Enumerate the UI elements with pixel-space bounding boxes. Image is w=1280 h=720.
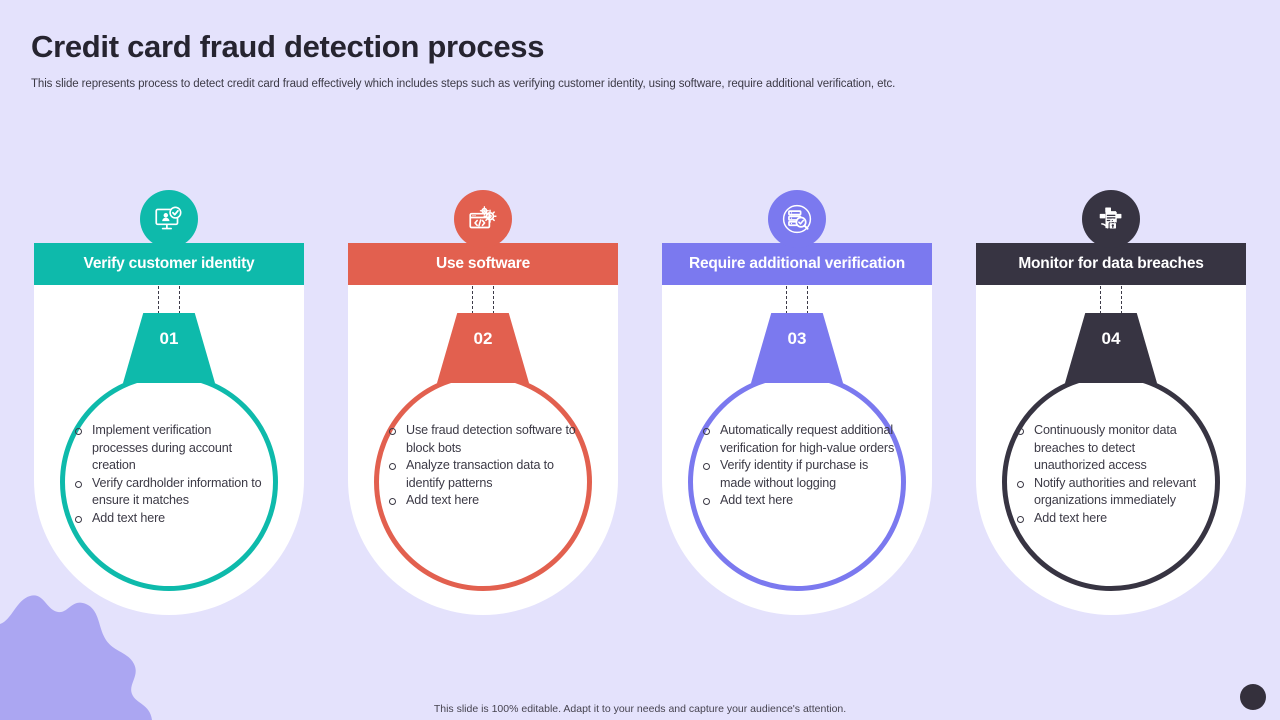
card-header-band: Use software <box>348 243 618 285</box>
footer-note: This slide is 100% editable. Adapt it to… <box>433 703 847 715</box>
card-title: Monitor for data breaches <box>1018 255 1204 272</box>
list-item: Verify cardholder information to ensure … <box>71 475 267 510</box>
card-number: 04 <box>1101 329 1121 348</box>
connector-dashes <box>158 286 180 314</box>
card-number: 02 <box>473 329 493 348</box>
process-cards-row: Verify customer identity 01 Implement ve… <box>0 190 1280 620</box>
card-header-band: Monitor for data breaches <box>976 243 1246 285</box>
card-bullets: Continuously monitor data breaches to de… <box>1013 422 1209 528</box>
connector-dashes <box>786 286 808 314</box>
card-header-band: Verify customer identity <box>34 243 304 285</box>
connector-dashes <box>1100 286 1122 314</box>
page-subtitle: This slide represents process to detect … <box>31 78 896 90</box>
connector-dashes <box>472 286 494 314</box>
card-title: Verify customer identity <box>83 255 255 272</box>
list-item: Automatically request additional verific… <box>699 422 895 457</box>
list-item: Continuously monitor data breaches to de… <box>1013 422 1209 475</box>
list-item: Add text here <box>71 510 267 528</box>
list-item: Add text here <box>699 492 895 510</box>
card-title: Use software <box>435 255 531 272</box>
card-number: 01 <box>159 329 179 348</box>
card-number: 03 <box>787 329 807 348</box>
document-lock-icon <box>1082 190 1140 248</box>
list-item: Implement verification processes during … <box>71 422 267 475</box>
card-title: Require additional verification <box>688 255 905 272</box>
code-window-gears-icon <box>454 190 512 248</box>
corner-dot <box>1240 684 1266 710</box>
process-card-4[interactable]: Monitor for data breaches 04 Continuousl… <box>976 190 1246 615</box>
process-card-2[interactable]: Use software 02 Use fraud detection soft… <box>348 190 618 615</box>
document-search-icon <box>768 190 826 248</box>
list-item: Use fraud detection software to block bo… <box>385 422 581 457</box>
list-item: Add text here <box>385 492 581 510</box>
process-card-1[interactable]: Verify customer identity 01 Implement ve… <box>34 190 304 615</box>
list-item: Notify authorities and relevant organiza… <box>1013 475 1209 510</box>
list-item: Add text here <box>1013 510 1209 528</box>
process-card-3[interactable]: Require additional verification 03 Autom… <box>662 190 932 615</box>
card-header-band: Require additional verification <box>662 243 932 285</box>
card-bullets: Automatically request additional verific… <box>699 422 895 510</box>
list-item: Verify identity if purchase is made with… <box>699 457 895 492</box>
monitor-user-check-icon <box>140 190 198 248</box>
card-bullets: Use fraud detection software to block bo… <box>385 422 581 510</box>
list-item: Analyze transaction data to identify pat… <box>385 457 581 492</box>
page-title: Credit card fraud detection process <box>31 29 545 64</box>
card-bullets: Implement verification processes during … <box>71 422 267 528</box>
